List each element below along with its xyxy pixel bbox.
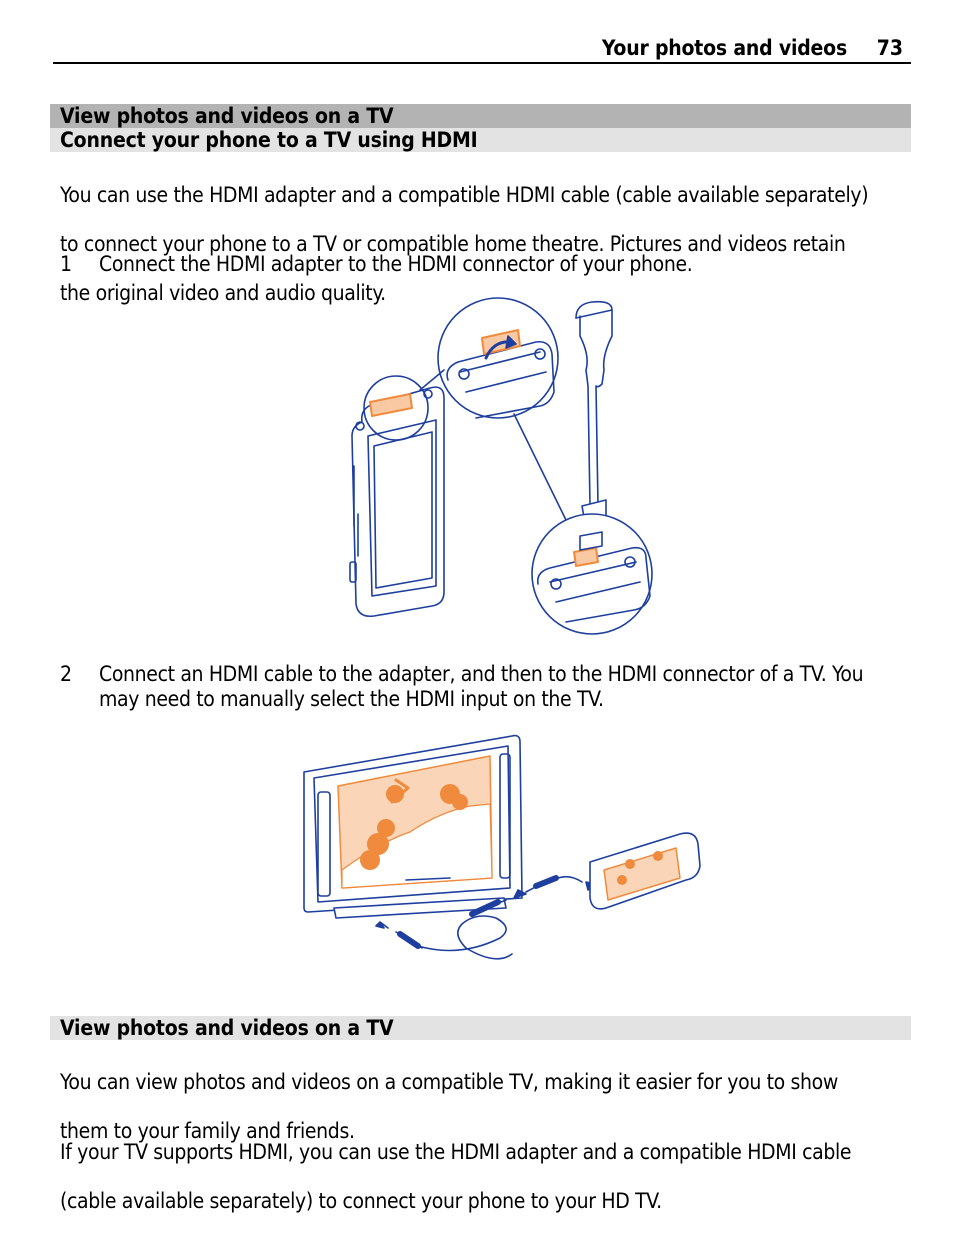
subsection-heading-hdmi: Connect your phone to a TV using HDMI — [50, 128, 911, 152]
hdmi-adapter-illustration — [349, 297, 653, 635]
section-heading: View photos and videos on a TV — [50, 104, 911, 128]
paragraph-line: (cable available separately) to connect … — [60, 1188, 662, 1213]
paragraph-line: them to your family and friends. — [60, 1118, 355, 1143]
intro-line: to connect your phone to a TV or compati… — [60, 231, 846, 256]
page-number: 73 — [876, 36, 903, 60]
step-text: Connect an HDMI cable to the adapter, an… — [99, 662, 864, 711]
view-paragraph-2: If your TV supports HDMI, you can use th… — [60, 1115, 910, 1238]
step-text: Connect the HDMI adapter to the HDMI con… — [99, 252, 693, 276]
running-header: Your photos and videos 73 — [53, 34, 911, 64]
paragraph-line: If your TV supports HDMI, you can use th… — [60, 1139, 852, 1164]
paragraph-line: You can view photos and videos on a comp… — [60, 1069, 838, 1094]
step-number: 2 — [60, 662, 72, 686]
intro-line: You can use the HDMI adapter and a compa… — [60, 182, 869, 207]
intro-line: the original video and audio quality. — [60, 280, 386, 305]
running-header-title: Your photos and videos — [601, 36, 847, 60]
tv-connection-illustration — [303, 734, 701, 960]
intro-paragraph: You can use the HDMI adapter and a compa… — [60, 158, 910, 330]
subsection-heading-view: View photos and videos on a TV — [50, 1016, 911, 1040]
step-number: 1 — [60, 252, 72, 276]
view-paragraph-1: You can view photos and videos on a comp… — [60, 1045, 910, 1168]
